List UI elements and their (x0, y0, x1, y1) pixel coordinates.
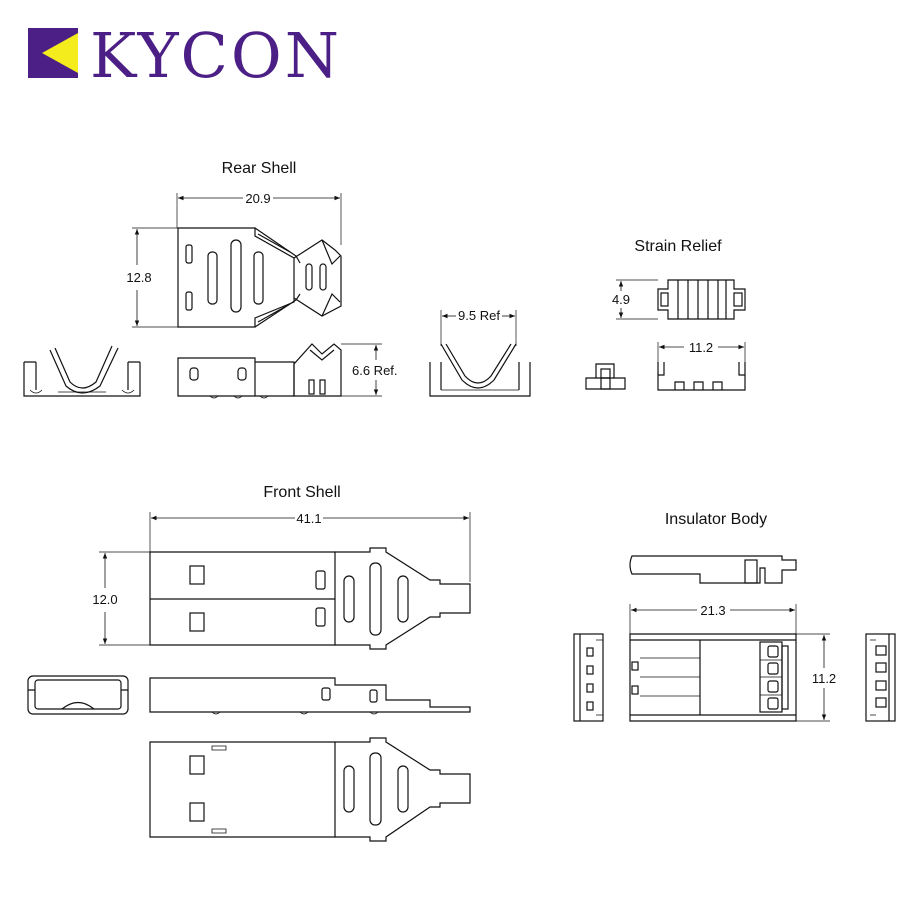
front-shell-end-view (27, 675, 129, 715)
rear-shell-side-view (177, 343, 342, 399)
rear-shell-right-end-view (429, 343, 531, 397)
insulator-body-height-dimension: 11.2 (796, 633, 836, 722)
insulator-body-height-label: 11.2 (812, 671, 836, 686)
rear-shell-height-dimension: 12.8 (126, 227, 178, 328)
strain-relief-width-dimension: 11.2 (657, 340, 746, 362)
rear-shell-end-width-dimension: 9.5 Ref (440, 308, 517, 346)
front-shell-side-view (149, 677, 471, 715)
front-shell-height-dimension: 12.0 (92, 551, 150, 646)
rear-shell-end-width-label: 9.5 Ref (458, 308, 500, 323)
insulator-body-top-view (629, 633, 797, 722)
strain-relief-section: Strain Relief 4.9 11.2 (585, 238, 746, 391)
front-shell-length-label: 41.1 (296, 511, 321, 526)
insulator-body-right-end-view (865, 633, 896, 722)
rear-shell-width-dimension: 20.9 (176, 191, 342, 245)
front-shell-length-dimension: 41.1 (149, 511, 471, 582)
insulator-body-section: Insulator Body 21.3 11.2 (573, 511, 896, 722)
rear-shell-height-label: 12.8 (126, 270, 151, 285)
strain-relief-side-view (657, 362, 746, 391)
strain-relief-height-dimension: 4.9 (612, 279, 658, 320)
strain-relief-height-label: 4.9 (612, 292, 630, 307)
strain-relief-width-label: 11.2 (689, 340, 713, 355)
insulator-body-side-view (629, 555, 797, 584)
insulator-body-title: Insulator Body (665, 511, 767, 528)
rear-shell-left-end-view (23, 345, 141, 397)
insulator-body-width-label: 21.3 (700, 603, 725, 618)
rear-shell-title: Rear Shell (222, 160, 297, 177)
front-shell-title: Front Shell (263, 484, 340, 501)
logo-wordmark: KYCON (90, 19, 342, 92)
rear-shell-side-height-label: 6.6 Ref. (352, 363, 398, 378)
rear-shell-side-height-dimension: 6.6 Ref. (341, 343, 398, 397)
rear-shell-top-view (177, 227, 342, 328)
front-shell-height-label: 12.0 (92, 592, 117, 607)
front-shell-top-view (149, 547, 471, 650)
logo-mark (28, 28, 78, 78)
insulator-body-width-dimension: 21.3 (629, 603, 797, 636)
kycon-logo: KYCON (28, 19, 342, 92)
rear-shell-section: Rear Shell 20.9 12.8 (23, 160, 531, 399)
front-shell-section: Front Shell 41.1 12.0 (27, 484, 471, 842)
rear-shell-width-label: 20.9 (245, 191, 270, 206)
strain-relief-title: Strain Relief (634, 238, 722, 255)
strain-relief-top-view (657, 279, 746, 320)
front-shell-bottom-view (149, 737, 471, 842)
insulator-body-left-end-view (573, 633, 604, 722)
strain-relief-end-view (585, 363, 626, 390)
